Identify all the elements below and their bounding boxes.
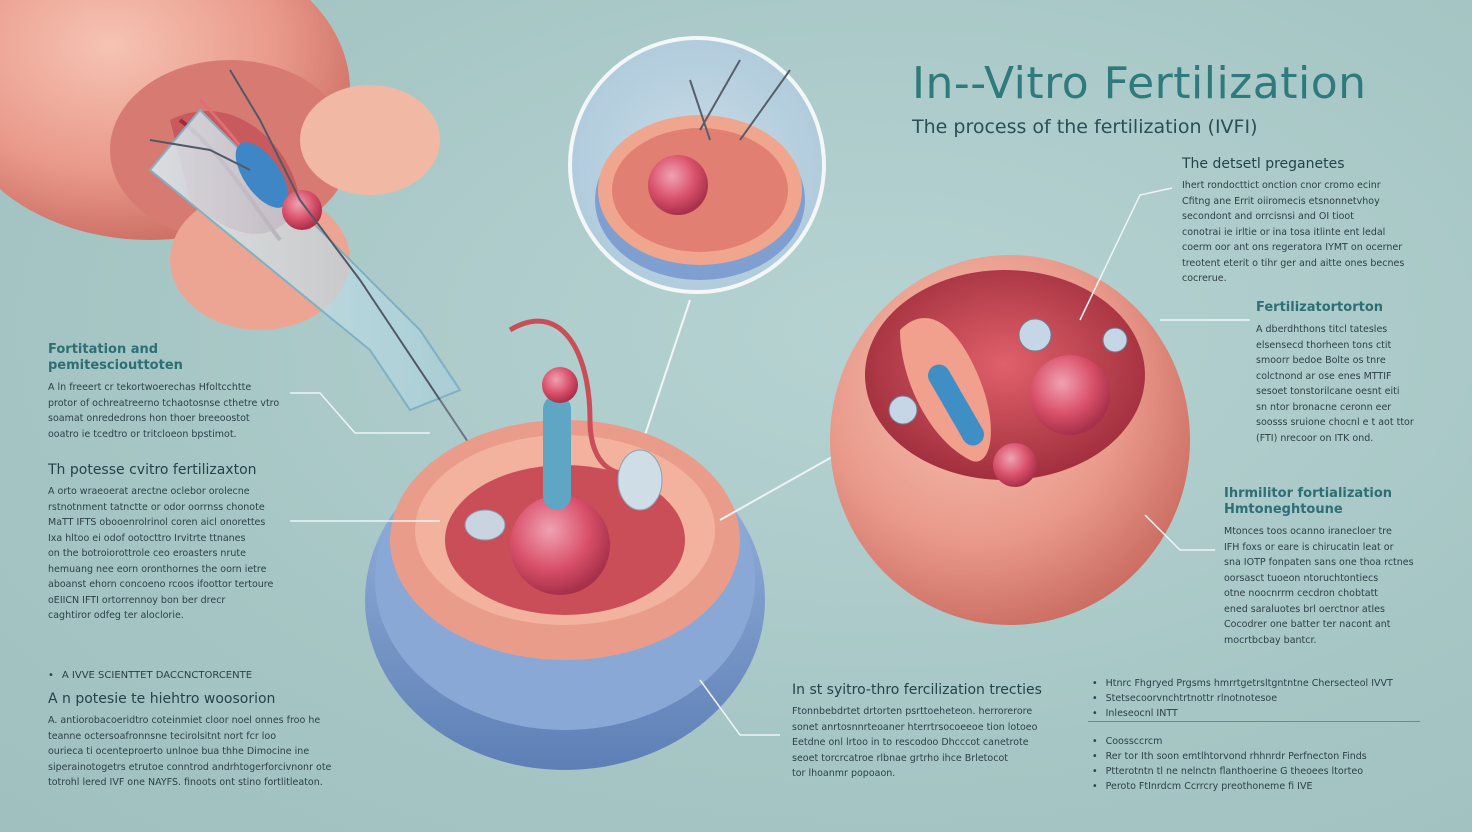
list-item: Peroto FtInrdcm Ccrrcry preothoneme fi I…: [1092, 779, 1452, 794]
block-heading: A n potesie te hiehtro woosorion: [48, 691, 276, 707]
list-item: Ptterotntn tl ne nelnctn flanthoerine G …: [1092, 764, 1452, 779]
leader-lines: [290, 187, 1250, 736]
fertilization-chamber-illustration: [830, 255, 1190, 625]
block-text: Ftonnbebdrtet drtorten psrttoeheteon. he…: [792, 706, 1038, 779]
block-in-vitro-tech: In st syitro-thro fercilization trecties…: [792, 682, 1042, 782]
list-item: Rer tor Ith soon emtlhtorvond rhhnrdr Pe…: [1092, 749, 1452, 764]
divider: [1088, 721, 1420, 722]
block-fertilization-and: Fortitation and pemitesciouttoten A ln f…: [48, 342, 288, 442]
block-scientific: A IVVE SCIENTTET DACCNCTORCENTE A n pote…: [48, 668, 368, 791]
block-caption: A IVVE SCIENTTET DACCNCTORCENTE: [48, 668, 368, 683]
block-heading: Th potesse cvitro fertilizaxton: [48, 462, 257, 478]
block-heading: Ihrmilitor fortialization Hmtoneghtoune: [1224, 486, 1393, 517]
page-subtitle: The process of the fertilization (IVFI): [912, 116, 1258, 138]
block-text: Ihert rondocttict onction cnor cromo eci…: [1182, 180, 1405, 284]
block-text: A. antiorobacoeridtro coteinmiet cloor n…: [48, 715, 332, 788]
block-heading: Fertilizatortorton: [1256, 300, 1384, 315]
block-fertilization-station: Fertilizatortorton A dberdhthons titcl t…: [1256, 300, 1456, 446]
list-item: Htnrc Fhgryed Prgsms hmrrtgetrsltgntntne…: [1092, 676, 1452, 691]
block-details: The detsetl preganetes Ihert rondocttict…: [1182, 156, 1452, 287]
bullet-list-2: Coossccrcm Rer tor Ith soon emtlhtorvond…: [1092, 734, 1452, 794]
block-text: Mtonces toos ocanno iranecloer tre IFH f…: [1224, 526, 1414, 646]
block-heading: Fortitation and pemitesciouttoten: [48, 342, 183, 373]
bullet-list-1: Htnrc Fhgryed Prgsms hmrrtgetrsltgntntne…: [1092, 676, 1452, 721]
block-process-in-vitro: Th potesse cvitro fertilizaxton A orto w…: [48, 462, 293, 624]
catheter-tube-illustration: [148, 69, 471, 446]
magnified-egg-circle: [568, 36, 826, 294]
block-heading: In st syitro-thro fercilization trecties: [792, 682, 1042, 698]
block-heading: The detsetl preganetes: [1182, 156, 1345, 172]
list-item: Inleseocnl INTT: [1092, 706, 1452, 721]
block-text: A orto wraeoerat arectne oclebor orolecn…: [48, 486, 274, 621]
page-title: In--Vitro Fertilization: [912, 58, 1367, 109]
block-text: A dberdhthons titcl tatesles elsensecd t…: [1256, 324, 1414, 444]
block-fertilization-preimplant: Ihrmilitor fortialization Hmtoneghtoune …: [1224, 486, 1454, 648]
list-item: Coossccrcm: [1092, 734, 1452, 749]
petri-dish-illustration: [365, 318, 881, 770]
list-item: Stetsecoorvnchtrtnottr rlnotnotesoe: [1092, 691, 1452, 706]
block-text: A ln freeert cr tekortwoerechas Hfoltcch…: [48, 382, 280, 440]
